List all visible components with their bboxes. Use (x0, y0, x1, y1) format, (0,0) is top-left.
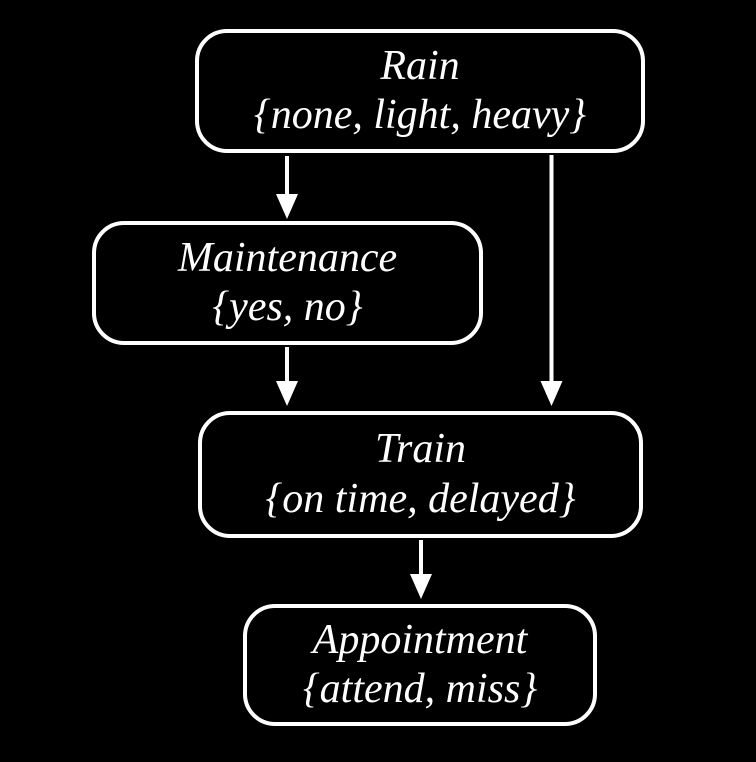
edge-rain-to-maintenance-arrow (276, 156, 298, 219)
node-rain-values: {none, light, heavy} (253, 92, 587, 138)
edge-rain-to-train-arrow (540, 155, 563, 406)
edge-maintenance-to-train-arrow (276, 347, 298, 406)
node-appointment-values: {attend, miss} (302, 666, 538, 712)
node-train-title: Train (374, 426, 467, 473)
node-train-values: {on time, delayed} (265, 475, 576, 522)
node-rain: Rain {none, light, heavy} (195, 29, 645, 153)
node-train: Train {on time, delayed} (198, 411, 643, 538)
edge-train-to-appointment-arrow (410, 540, 432, 599)
node-rain-title: Rain (380, 42, 460, 89)
node-maintenance: Maintenance {yes, no} (92, 221, 483, 345)
node-appointment: Appointment {attend, miss} (243, 604, 597, 726)
node-maintenance-title: Maintenance (177, 234, 398, 281)
node-maintenance-values: {yes, no} (212, 284, 363, 330)
node-appointment-title: Appointment (312, 616, 528, 663)
